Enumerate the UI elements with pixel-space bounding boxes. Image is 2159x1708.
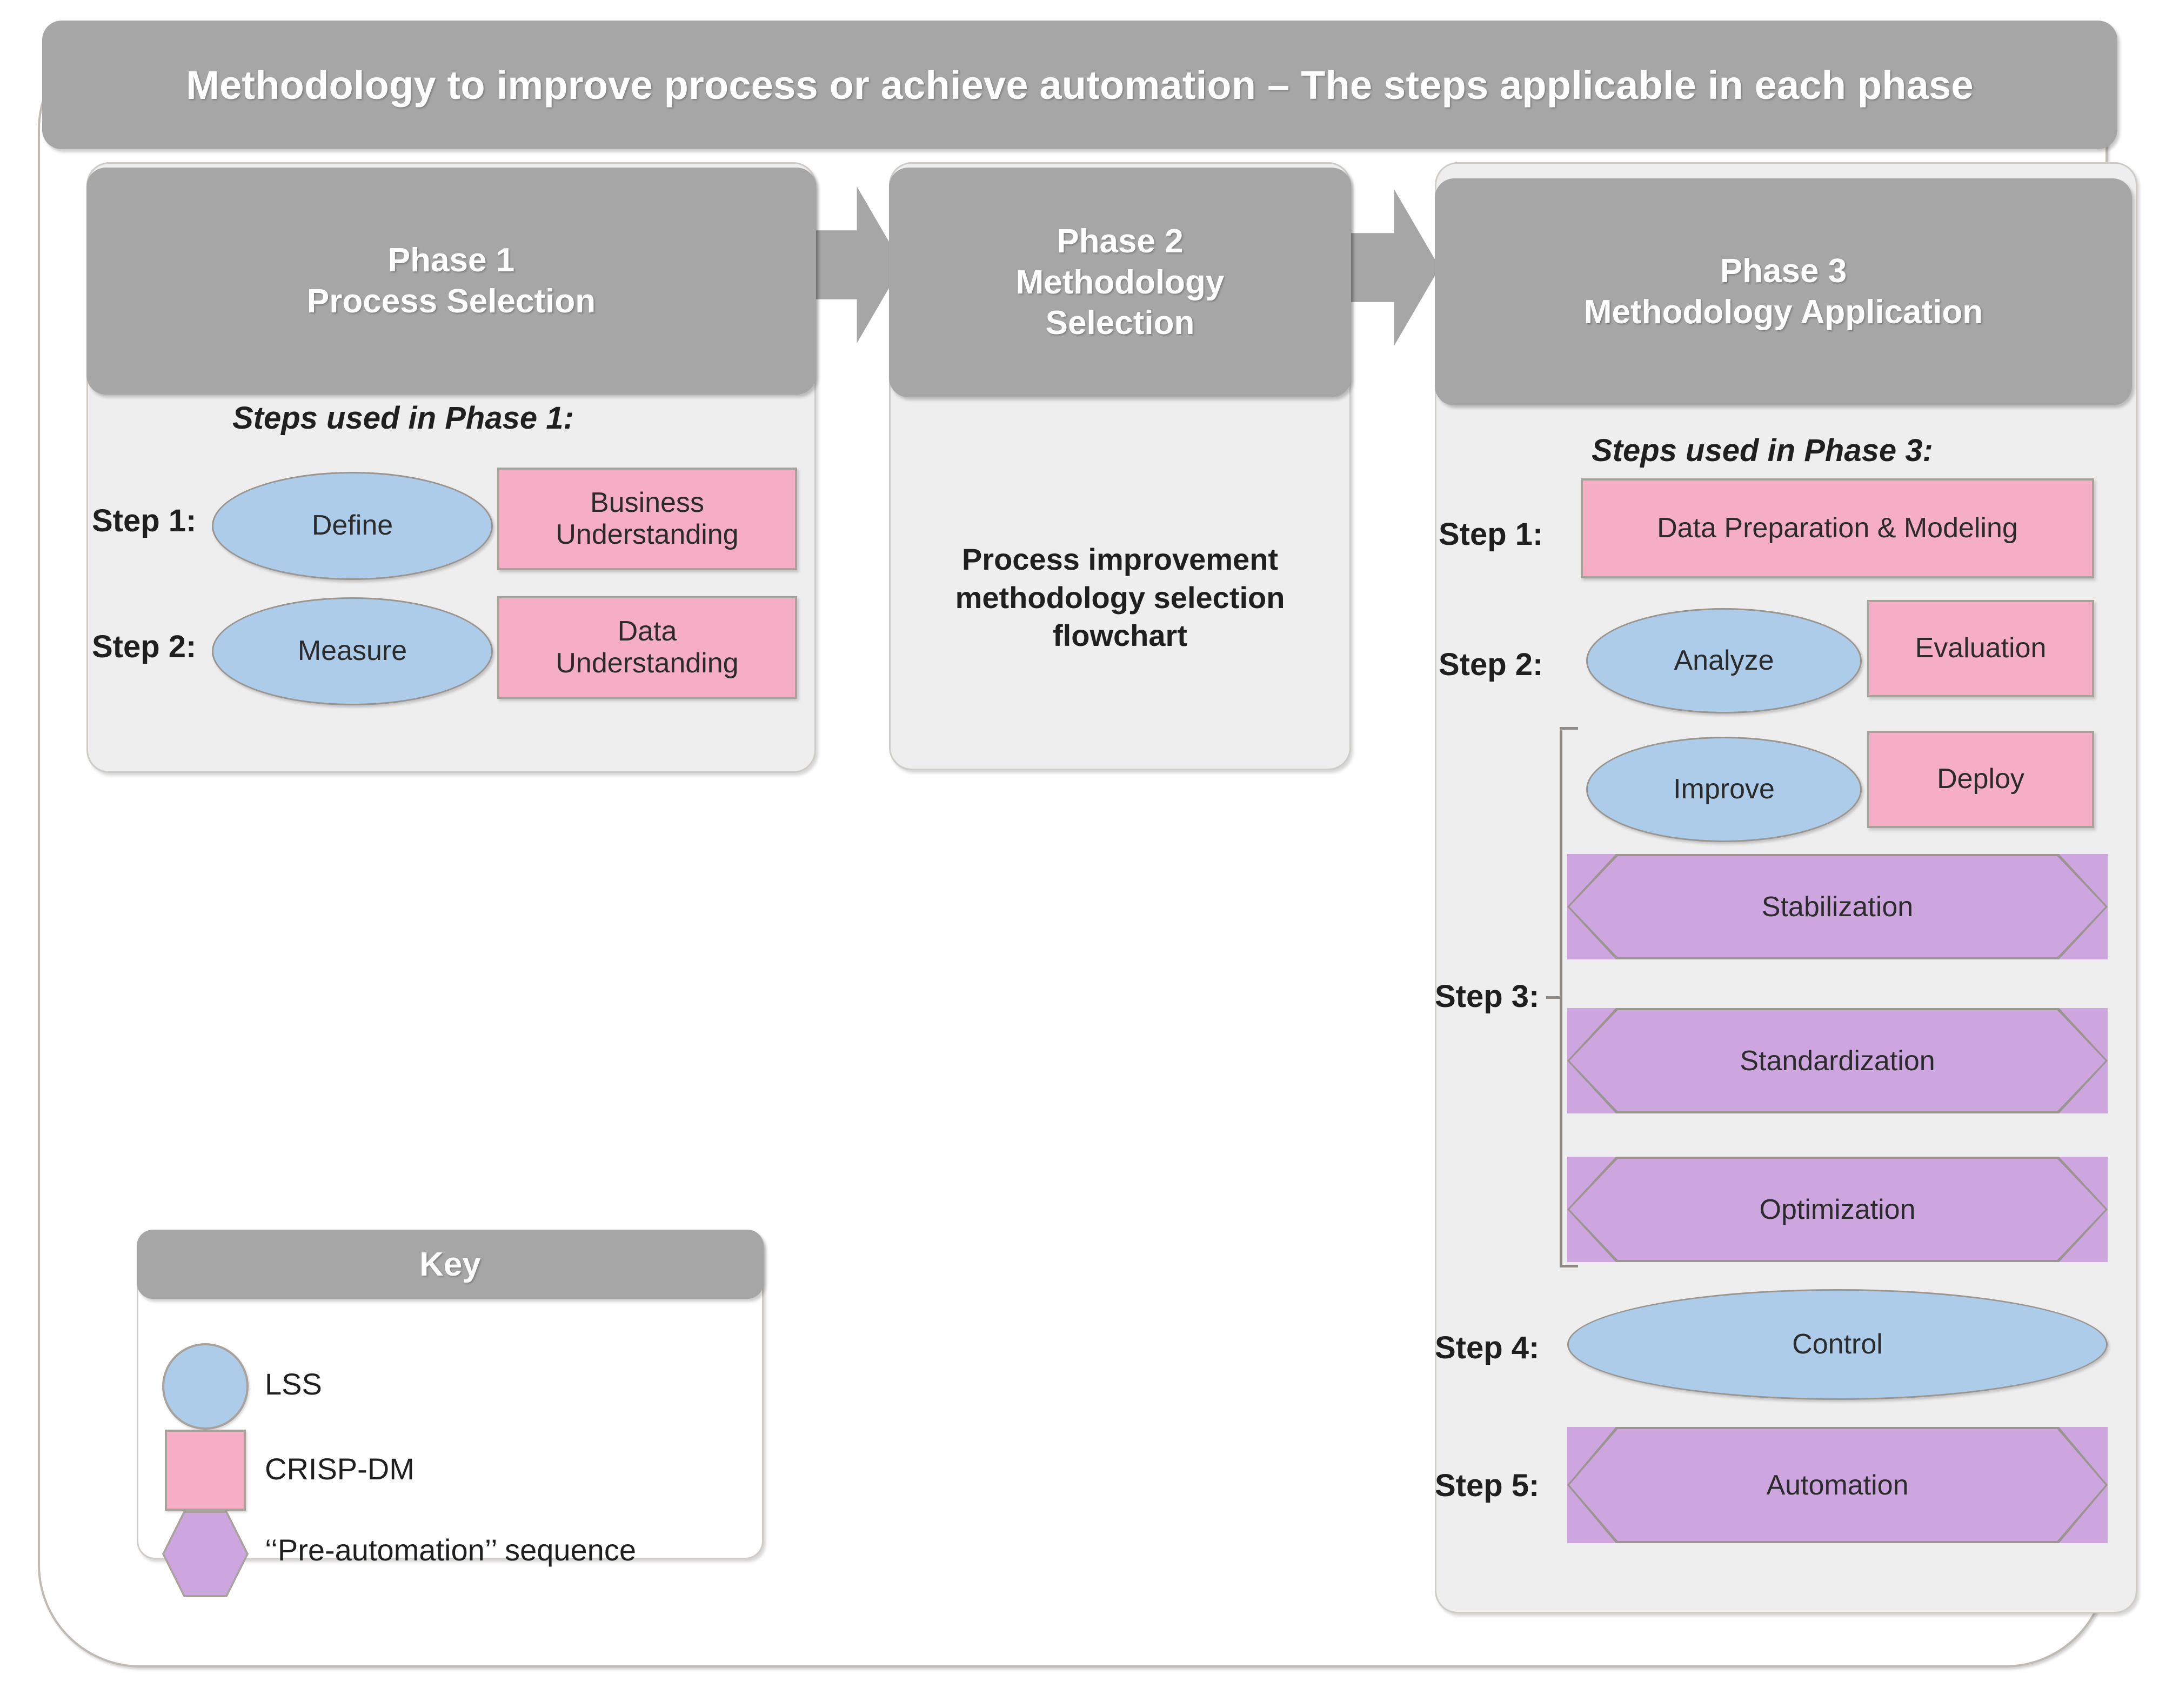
phase-1-header: Phase 1 Process Selection xyxy=(86,168,816,395)
phase-3-step-3-crispdm-node[interactable]: Deploy xyxy=(1867,731,2094,828)
key-item-label-preautomation: ‘‘Pre-automation’’ sequence xyxy=(265,1533,636,1567)
key-swatch-crispdm-rect-icon xyxy=(165,1430,246,1511)
phase-3-header: Phase 3 Methodology Application xyxy=(1435,178,2132,405)
phase-3-step-3-hexagon-standardization[interactable]: Standardization xyxy=(1567,1008,2108,1113)
node-label: Define xyxy=(311,510,393,542)
phase-1-step-1-lss-node[interactable]: Define xyxy=(212,472,493,580)
hexagon-fill: Automation xyxy=(1569,1429,2105,1541)
phase-1-title: Phase 1 Process Selection xyxy=(306,242,596,320)
phase-3-title: Phase 3 Methodology Application xyxy=(1583,252,1983,331)
key-swatch-lss-ellipse-icon xyxy=(162,1343,249,1430)
node-label: Standardization xyxy=(1740,1045,1935,1077)
node-label: Optimization xyxy=(1759,1193,1916,1225)
hexagon-fill: Stabilization xyxy=(1569,856,2105,957)
hexagon-fill: Optimization xyxy=(1569,1159,2105,1260)
key-title: Key xyxy=(419,1245,481,1283)
key-item-label-lss: LSS xyxy=(265,1367,322,1401)
node-label: Measure xyxy=(297,635,407,667)
phase-3-step-5-hexagon-automation[interactable]: Automation xyxy=(1567,1427,2108,1543)
phase-1-steps-caption: Steps used in Phase 1: xyxy=(232,401,574,436)
node-label: Data Preparation & Modeling xyxy=(1657,512,2018,544)
phase-1-step-2-lss-node[interactable]: Measure xyxy=(212,597,493,705)
node-label: Deploy xyxy=(1937,763,2024,795)
node-label: Automation xyxy=(1766,1469,1909,1501)
phase-3-step-3-hexagon-optimization[interactable]: Optimization xyxy=(1567,1157,2108,1262)
phase-3-step-3-hexagon-stabilization[interactable]: Stabilization xyxy=(1567,854,2108,959)
phase-3-step-2-label: Step 2: xyxy=(1439,647,1543,682)
key-item-label-crispdm: CRISP-DM xyxy=(265,1452,415,1486)
key-swatch-preautomation-hexagon-icon xyxy=(162,1511,249,1597)
phase-2-header: Phase 2 Methodology Selection xyxy=(889,168,1351,397)
phase-2-title: Phase 2 Methodology Selection xyxy=(1015,223,1225,342)
phase-3-step-4-label: Step 4: xyxy=(1435,1330,1540,1365)
key-header: Key xyxy=(137,1230,764,1299)
phase-3-step-1-label: Step 1: xyxy=(1439,517,1543,552)
diagram-title-bar: Methodology to improve process or achiev… xyxy=(42,21,2117,149)
node-label: Evaluation xyxy=(1915,632,2047,664)
node-label: Business Understanding xyxy=(556,486,739,550)
phase-3-step-2-crispdm-node[interactable]: Evaluation xyxy=(1867,600,2094,697)
node-label: Control xyxy=(1792,1328,1883,1360)
node-label: Data Understanding xyxy=(556,615,739,679)
phase-3-steps-caption: Steps used in Phase 3: xyxy=(1592,433,1933,468)
phase-3-step-2-lss-node[interactable]: Analyze xyxy=(1586,608,1862,713)
phase-3-step-3-lss-node[interactable]: Improve xyxy=(1586,737,1862,842)
phase-1-step-2-label: Step 2: xyxy=(92,629,197,664)
node-label: Analyze xyxy=(1674,644,1774,676)
hexagon-fill: Standardization xyxy=(1569,1010,2105,1111)
page-title: Methodology to improve process or achiev… xyxy=(186,62,1974,108)
phase-3-step-3-bracket-tick xyxy=(1546,996,1562,999)
phase-1-step-1-crispdm-node[interactable]: Business Understanding xyxy=(497,468,797,570)
node-label: Stabilization xyxy=(1761,891,1914,923)
phase-1-step-1-label: Step 1: xyxy=(92,503,197,538)
phase-3-step-4-lss-node[interactable]: Control xyxy=(1567,1289,2108,1400)
phase-2-body-text: Process improvement methodology selectio… xyxy=(955,542,1285,653)
phase-3-step-3-label: Step 3: xyxy=(1435,979,1540,1014)
node-label: Improve xyxy=(1673,773,1775,805)
phase-3-step-5-label: Step 5: xyxy=(1435,1468,1540,1503)
phase-1-step-2-crispdm-node[interactable]: Data Understanding xyxy=(497,596,797,699)
phase-3-step-1-crispdm-node[interactable]: Data Preparation & Modeling xyxy=(1581,478,2094,578)
